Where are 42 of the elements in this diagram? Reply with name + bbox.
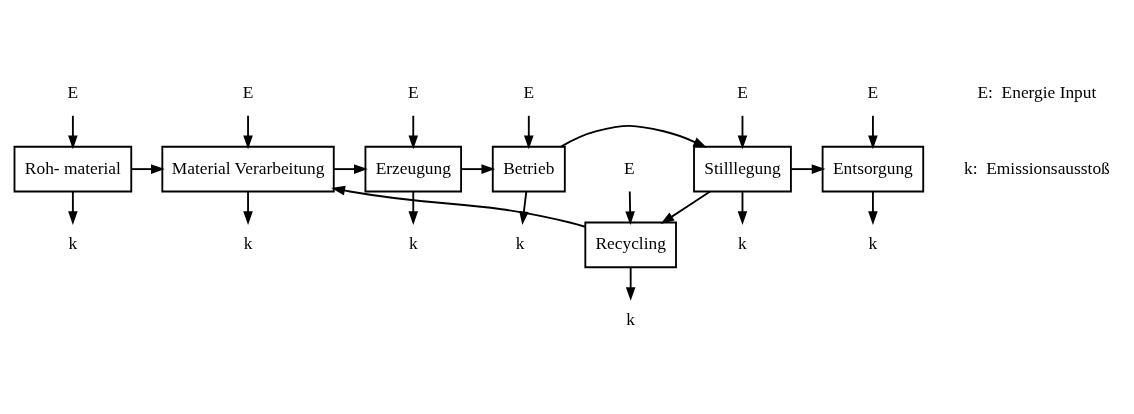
arrow bbox=[408, 114, 419, 150]
arrow bbox=[524, 114, 534, 150]
arrow bbox=[868, 114, 878, 150]
node-text: E bbox=[523, 82, 535, 102]
arrow bbox=[130, 164, 165, 174]
node-text: k bbox=[408, 234, 418, 254]
arrow bbox=[790, 164, 826, 174]
arrow bbox=[737, 114, 748, 150]
arrow bbox=[625, 190, 635, 226]
node-box: Recycling bbox=[584, 221, 677, 269]
arrow bbox=[460, 164, 496, 174]
arrow bbox=[68, 190, 78, 226]
node-text: E bbox=[407, 82, 419, 102]
node-box: Betrieb bbox=[491, 145, 566, 193]
label: E: Energie Input bbox=[977, 82, 1097, 102]
arrow bbox=[243, 190, 253, 226]
arrow bbox=[408, 190, 419, 226]
node-text: E bbox=[624, 158, 635, 178]
arrow bbox=[868, 190, 878, 226]
node-box: Erzeugung bbox=[364, 145, 462, 193]
node-text: E bbox=[737, 82, 748, 102]
node-text: E bbox=[867, 82, 879, 102]
arrow bbox=[737, 190, 748, 226]
label: k: Emissionsausstoß bbox=[964, 158, 1110, 178]
node-box: Material Verarbeitung bbox=[161, 145, 335, 193]
node-text: k bbox=[68, 234, 78, 254]
node-text: k bbox=[626, 310, 636, 330]
arrow bbox=[660, 190, 712, 225]
arrow bbox=[560, 124, 707, 148]
node-box: Roh- material bbox=[13, 145, 133, 193]
node-text: k bbox=[243, 234, 253, 254]
node-text: k bbox=[515, 234, 525, 254]
arrow bbox=[243, 114, 253, 150]
node-text: k bbox=[738, 234, 747, 254]
node-text: E bbox=[242, 82, 254, 102]
node-box: Entsorgung bbox=[821, 145, 925, 193]
arrow bbox=[332, 164, 368, 174]
node-text: E bbox=[67, 82, 79, 102]
node-box: Stilllegung bbox=[693, 145, 792, 193]
arrow bbox=[68, 114, 78, 150]
node-text: k bbox=[868, 234, 878, 254]
arrow bbox=[625, 266, 636, 301]
